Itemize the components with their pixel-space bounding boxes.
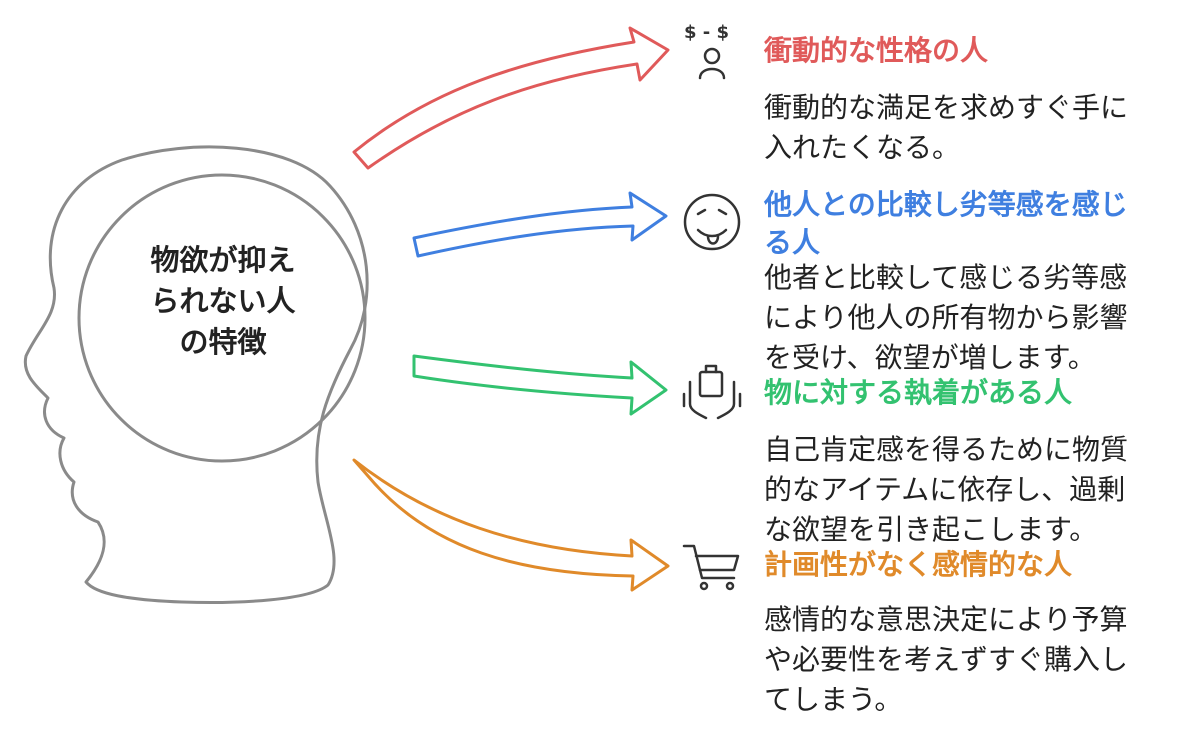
arrow-orange (352, 458, 670, 592)
item-body-attachment: 自己肯定感を得るために物質 的なアイテムに依存し、過剰 な欲望を引き起こします。 (764, 430, 1194, 550)
svg-text:$ - $: $ - $ (684, 22, 729, 43)
body-line: 入れたくなる。 (764, 131, 961, 164)
item-body-comparison: 他者と比較して感じる劣等感 により他人の所有物から影響 を受け、欲望が増します。 (764, 258, 1194, 378)
brain-circle (77, 173, 367, 463)
body-line: を受け、欲望が増します。 (764, 341, 1096, 374)
center-label-line: 物欲が抑え (150, 243, 296, 277)
title-line: る人 (764, 226, 821, 259)
title-line: 他人との比較し劣等感を感じ (764, 188, 1128, 221)
item-title-impulsive: 衝動的な性格の人 (764, 34, 989, 67)
head-silhouette (23, 145, 369, 604)
body-line: により他人の所有物から影響 (764, 301, 1128, 334)
greedy-person-icon: $ - $ (684, 22, 729, 80)
item-title-emotional: 計画性がなく感情的な人 (764, 548, 1073, 581)
body-line: てしまう。 (764, 683, 903, 716)
item-title-attachment: 物に対する執着がある人 (764, 376, 1073, 409)
item-body-emotional: 感情的な意思決定により予算 や必要性を考えずすぐ購入し てしまう。 (764, 600, 1194, 720)
body-line: 感情的な意思決定により予算 (764, 603, 1128, 636)
body-line: な欲望を引き起こします。 (764, 513, 1098, 546)
item-body-impulsive: 衝動的な満足を求めすぐ手に 入れたくなる。 (764, 88, 1194, 168)
shopping-cart-icon (682, 544, 740, 591)
center-label-line: の特徴 (179, 325, 267, 359)
arrow-red (352, 26, 670, 170)
item-title-comparison: 他人との比較し劣等感を感じ る人 (764, 186, 1194, 262)
center-label-line: られない人 (150, 284, 296, 318)
arrow-blue (412, 191, 668, 258)
hands-holding-item-icon (682, 364, 742, 420)
body-line: や必要性を考えずすぐ購入し (764, 643, 1129, 676)
body-line: 他者と比較して感じる劣等感 (764, 261, 1128, 294)
tongue-out-face-icon (683, 193, 741, 251)
center-label: 物欲が抑え られない人 の特徴 (118, 240, 328, 363)
body-line: 的なアイテムに依存し、過剰 (764, 473, 1126, 506)
body-line: 自己肯定感を得るために物質 (764, 433, 1129, 466)
body-line: 衝動的な満足を求めすぐ手に (764, 91, 1129, 124)
arrow-green (412, 354, 668, 416)
